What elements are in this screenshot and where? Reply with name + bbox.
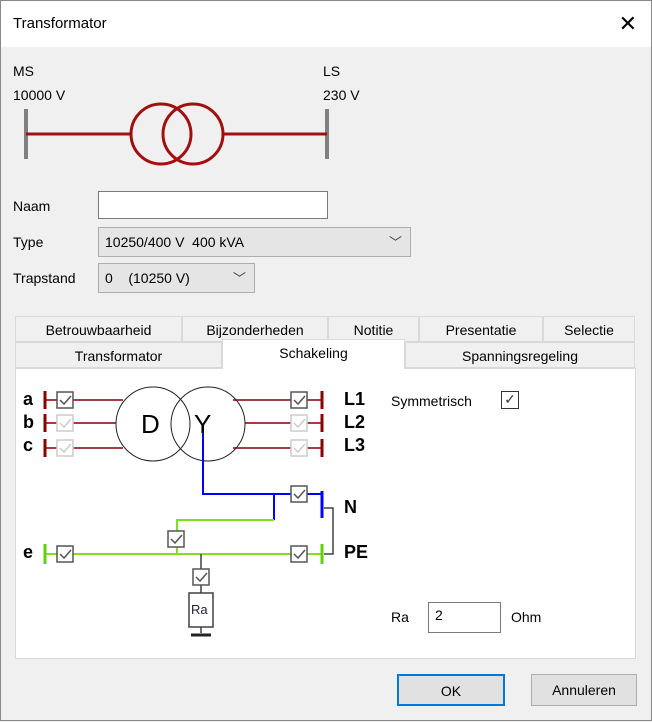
- ra-label: Ra: [391, 609, 409, 625]
- ms-label: MS: [13, 63, 34, 79]
- symmetrisch-checkbox[interactable]: ✓: [501, 391, 519, 409]
- type-label: Type: [13, 234, 44, 250]
- label-pe: PE: [344, 542, 369, 562]
- checkboxes: [56, 391, 308, 586]
- wye-label: Y: [194, 409, 212, 439]
- tab-selectie[interactable]: Selectie: [543, 316, 635, 342]
- label-l1: L1: [344, 389, 366, 409]
- tab-bijzonderheden[interactable]: Bijzonderheden: [182, 316, 328, 342]
- label-a: a: [23, 389, 34, 409]
- ms-voltage: 10000 V: [13, 87, 66, 103]
- ok-button[interactable]: OK: [397, 674, 505, 706]
- tab-transformator[interactable]: Transformator: [15, 342, 222, 368]
- delta-label: D: [141, 409, 160, 439]
- chevron-down-icon: ﹀: [232, 271, 246, 286]
- label-l3: L3: [344, 435, 366, 455]
- wye-winding: [170, 386, 246, 462]
- ra-unit: Ohm: [511, 609, 542, 625]
- naam-label: Naam: [13, 198, 51, 214]
- cancel-button[interactable]: Annuleren: [531, 674, 637, 706]
- delta-winding: [115, 386, 191, 462]
- ra-input[interactable]: 2: [428, 602, 501, 633]
- tab-spanningsregeling[interactable]: Spanningsregeling: [405, 342, 635, 368]
- trapstand-value: 0 (10250 V): [105, 270, 190, 286]
- naam-input[interactable]: [98, 191, 328, 219]
- window-title: Transformator: [13, 15, 107, 32]
- tab-notitie[interactable]: Notitie: [328, 316, 419, 342]
- label-n: N: [344, 497, 357, 517]
- type-value: 10250/400 V 400 kVA: [105, 234, 245, 250]
- title-bar: Transformator ✕: [1, 1, 651, 47]
- close-icon[interactable]: ✕: [618, 11, 637, 36]
- tab-schakeling[interactable]: Schakeling: [222, 339, 405, 369]
- label-c: c: [23, 435, 34, 455]
- chevron-down-icon: ﹀: [388, 235, 402, 250]
- transformer-symbol: [24, 102, 329, 166]
- tab-presentatie[interactable]: Presentatie: [419, 316, 543, 342]
- tab-betrouwbaarheid[interactable]: Betrouwbaarheid: [15, 316, 182, 342]
- label-l2: L2: [344, 412, 366, 432]
- trapstand-select[interactable]: 0 (10250 V) ﹀: [98, 263, 255, 293]
- symmetrisch-label: Symmetrisch: [391, 393, 472, 409]
- trapstand-label: Trapstand: [13, 270, 76, 286]
- label-e: e: [23, 542, 34, 562]
- label-b: b: [23, 412, 34, 432]
- ls-voltage: 230 V: [323, 87, 360, 103]
- ra-resistor: [188, 592, 214, 628]
- ra-box-label: Ra: [191, 602, 208, 617]
- type-select[interactable]: 10250/400 V 400 kVA ﹀: [98, 227, 411, 257]
- ls-label: LS: [323, 63, 341, 79]
